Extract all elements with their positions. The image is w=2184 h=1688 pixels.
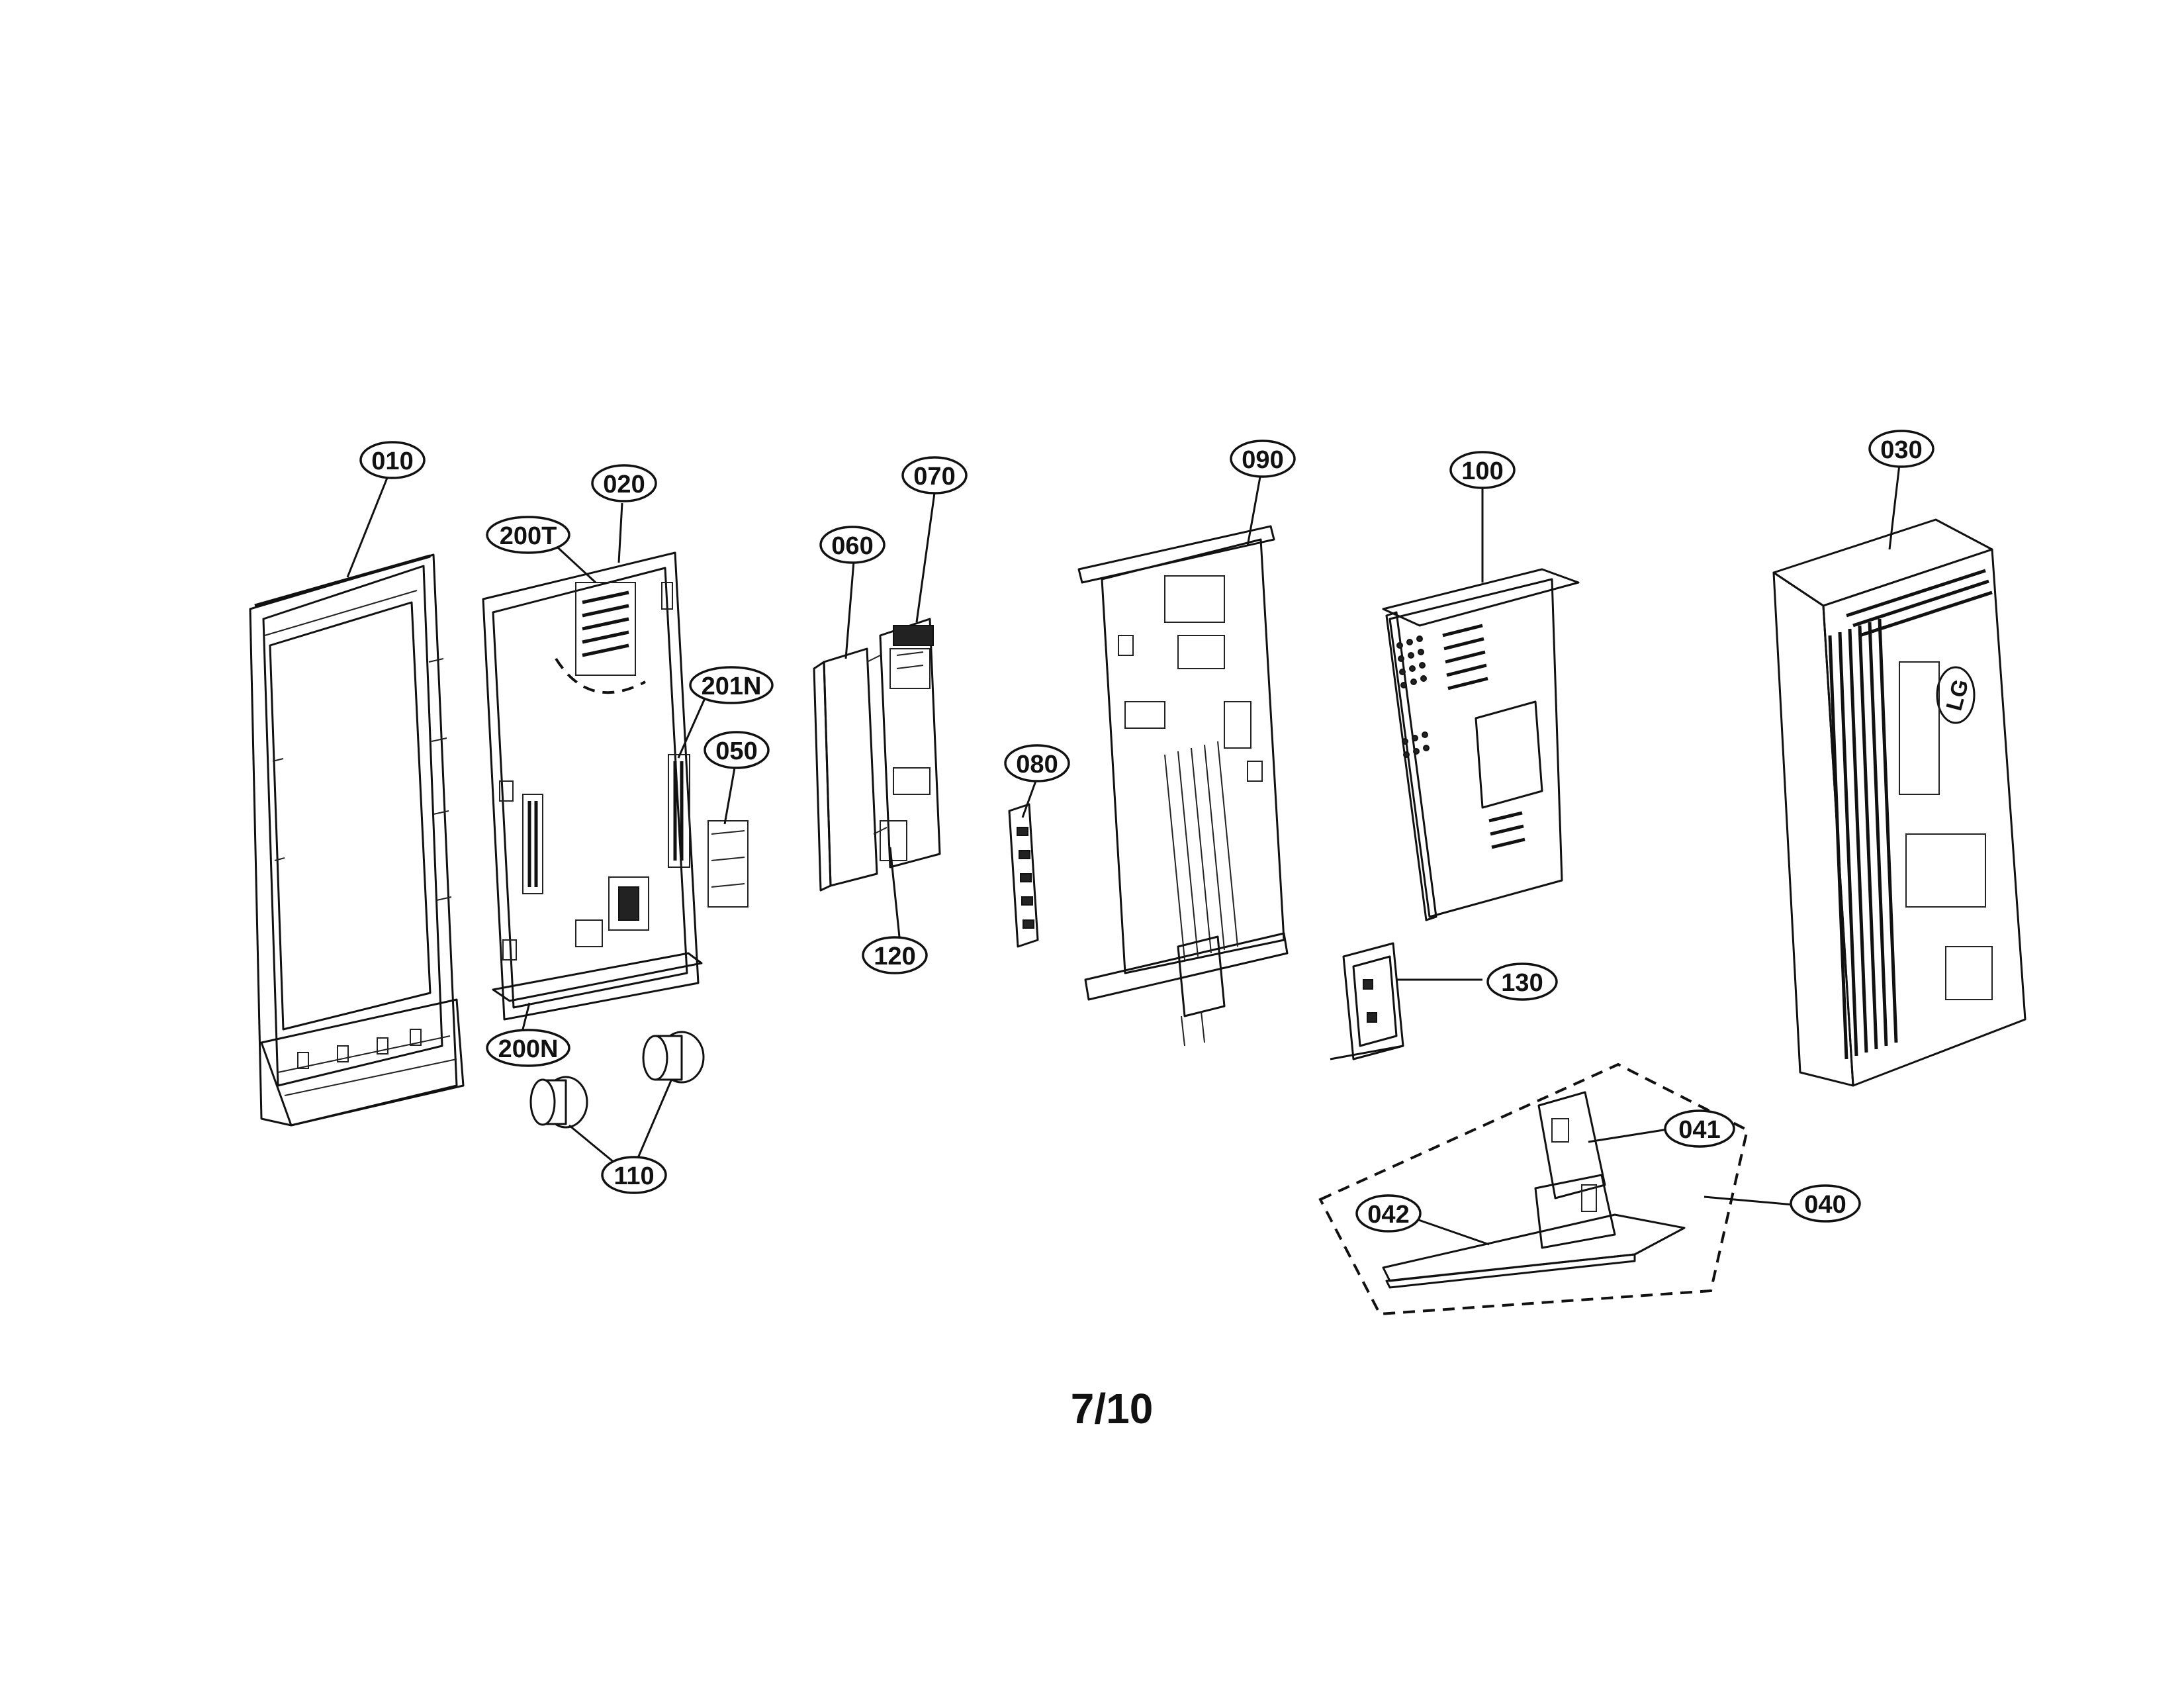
page-number: 7/10 <box>1071 1385 1154 1432</box>
callout-041: 041 <box>1664 1109 1735 1148</box>
svg-text:110: 110 <box>614 1162 654 1190</box>
leader-030 <box>1888 464 1901 550</box>
leader-041 <box>1588 1128 1668 1143</box>
callout-042: 042 <box>1355 1194 1422 1233</box>
leader-070 <box>915 492 936 623</box>
callout-050: 050 <box>704 731 770 769</box>
svg-text:100: 100 <box>1461 457 1503 485</box>
svg-text:200T: 200T <box>500 522 557 550</box>
svg-text:020: 020 <box>603 471 645 498</box>
leader-020 <box>617 502 623 563</box>
callout-070: 070 <box>901 456 968 494</box>
callout-120: 120 <box>862 936 928 974</box>
callout-100: 100 <box>1449 451 1516 489</box>
svg-text:120: 120 <box>874 943 915 970</box>
callout-130: 130 <box>1486 962 1558 1001</box>
part-chassis-frame <box>1077 525 1289 1047</box>
part-front-bezel <box>249 553 465 1127</box>
callout-040: 040 <box>1790 1184 1861 1223</box>
svg-text:200N: 200N <box>498 1035 559 1063</box>
svg-text:050: 050 <box>715 737 757 765</box>
callout-030: 030 <box>1868 430 1934 468</box>
svg-text:201N: 201N <box>702 673 762 700</box>
leader-050 <box>723 767 736 825</box>
part-shield-cover <box>1382 568 1580 921</box>
callout-200N: 200N <box>486 1029 570 1067</box>
svg-text:010: 010 <box>371 447 413 475</box>
callout-090: 090 <box>1230 440 1296 478</box>
callout-110: 110 <box>601 1156 667 1194</box>
svg-text:080: 080 <box>1016 751 1058 778</box>
leader-010 <box>346 477 388 578</box>
vent-slots <box>1828 569 1993 1060</box>
part-bracket <box>1330 942 1404 1060</box>
part-rollers <box>529 1031 705 1129</box>
vent-grid-left <box>1396 635 1430 758</box>
callout-020: 020 <box>591 464 657 502</box>
svg-text:090: 090 <box>1242 446 1283 474</box>
part-back-cover: LG <box>1772 518 2026 1087</box>
callout-200T: 200T <box>486 516 570 554</box>
svg-text:030: 030 <box>1880 436 1922 464</box>
part-stand-assembly <box>1318 1062 1749 1316</box>
leader-040 <box>1704 1196 1794 1206</box>
leader-080 <box>1021 780 1037 818</box>
svg-text:060: 060 <box>831 532 873 560</box>
callout-201N: 201N <box>689 666 774 704</box>
leader-042 <box>1412 1217 1490 1246</box>
leader-200N <box>522 1002 531 1030</box>
svg-text:LG: LG <box>1942 677 1974 713</box>
part-control-key <box>1008 803 1039 948</box>
svg-text:041: 041 <box>1678 1116 1720 1144</box>
svg-text:040: 040 <box>1804 1191 1846 1219</box>
callout-080: 080 <box>1004 744 1070 782</box>
part-boards <box>813 618 941 892</box>
leader-060 <box>844 561 855 659</box>
svg-text:042: 042 <box>1367 1201 1409 1229</box>
leader-120 <box>889 847 901 944</box>
logo-lg: LG <box>1936 666 1976 724</box>
callout-060: 060 <box>819 526 886 564</box>
part-panel-assembly <box>482 551 749 1021</box>
leader-201N <box>677 698 706 759</box>
leader-200T <box>551 541 597 584</box>
svg-text:130: 130 <box>1501 969 1543 997</box>
leader-090 <box>1246 473 1262 547</box>
svg-text:070: 070 <box>913 463 955 491</box>
callout-010: 010 <box>359 441 426 479</box>
